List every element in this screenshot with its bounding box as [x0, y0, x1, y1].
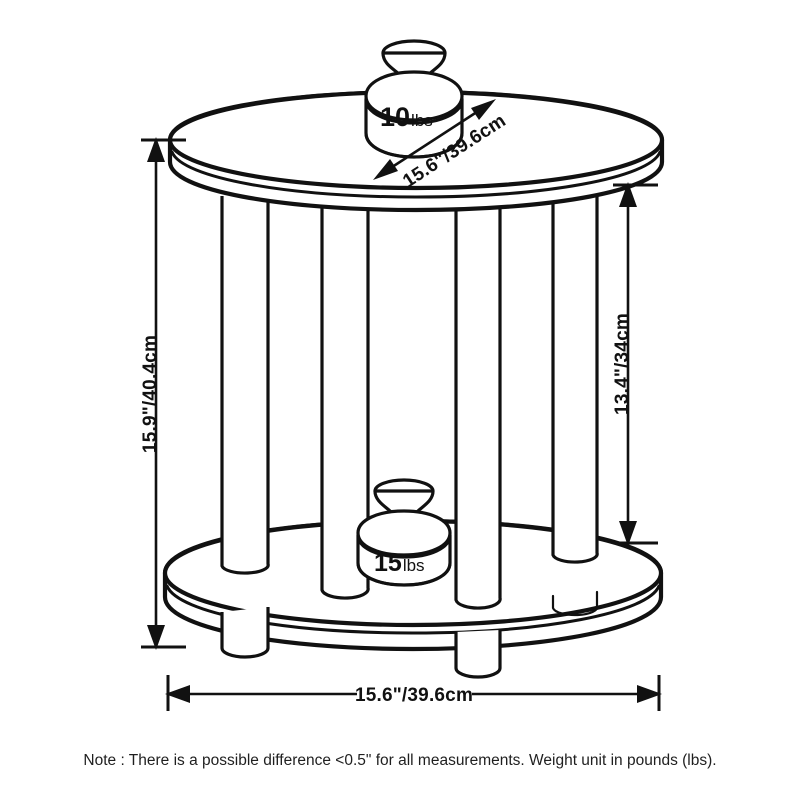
- weight-block-icon-shelf: 15lbs: [356, 478, 452, 587]
- foot-front-right: [454, 630, 502, 679]
- arrow-left-icon-base: [165, 685, 190, 703]
- table-legs: [220, 194, 599, 610]
- shelf-height-dimension: 13.4"/34cm: [612, 182, 658, 546]
- arrow-right-icon-top-diameter: [471, 99, 496, 120]
- table-top-inner-edge: [170, 150, 662, 199]
- arrow-left-icon-top-diameter: [373, 159, 398, 180]
- lower-shelf-inner-edge: [165, 584, 661, 635]
- arrow-up-icon-shelf-height: [619, 182, 637, 207]
- shelf-weight-rim: [356, 509, 452, 557]
- base-diameter-label: 15.6"/39.6cm: [355, 685, 473, 706]
- leg-front-left: [320, 197, 370, 600]
- base-diameter-dimension: 15.6"/39.6cm: [165, 675, 662, 711]
- top-weight-rim: [364, 70, 464, 122]
- top-diameter-line: [385, 106, 484, 173]
- arrow-up-icon-height: [147, 137, 165, 162]
- foot-back-right: [551, 590, 599, 617]
- table-feet: [220, 590, 599, 679]
- top-weight-body-outline: [364, 100, 464, 159]
- leg-back-left: [220, 194, 270, 575]
- arrow-down-icon-shelf-height: [619, 521, 637, 546]
- top-weight-value: 10: [380, 102, 410, 132]
- top-weight-text: 10lbs: [380, 102, 433, 132]
- top-weight-unit: lbs: [411, 111, 433, 130]
- measurement-note: Note : There is a possible difference <0…: [83, 752, 717, 769]
- leg-front-right: [454, 199, 502, 610]
- foot-front-left: [220, 607, 270, 659]
- shelf-weight-unit: lbs: [403, 556, 425, 575]
- overall-height-dimension: 15.9"/40.4cm: [140, 137, 186, 650]
- shelf-weight-text: 15lbs: [374, 549, 425, 577]
- shelf-weight-body-outline: [356, 536, 452, 587]
- shelf-height-label: 13.4"/34cm: [612, 313, 633, 415]
- arrow-down-icon-height: [147, 625, 165, 650]
- arrow-right-icon-base: [637, 685, 662, 703]
- shelf-weight-value: 15: [374, 549, 402, 577]
- leg-back-right: [551, 195, 599, 564]
- weight-block-icon-top: 10lbs: [364, 39, 464, 159]
- overall-height-label: 15.9"/40.4cm: [140, 335, 161, 453]
